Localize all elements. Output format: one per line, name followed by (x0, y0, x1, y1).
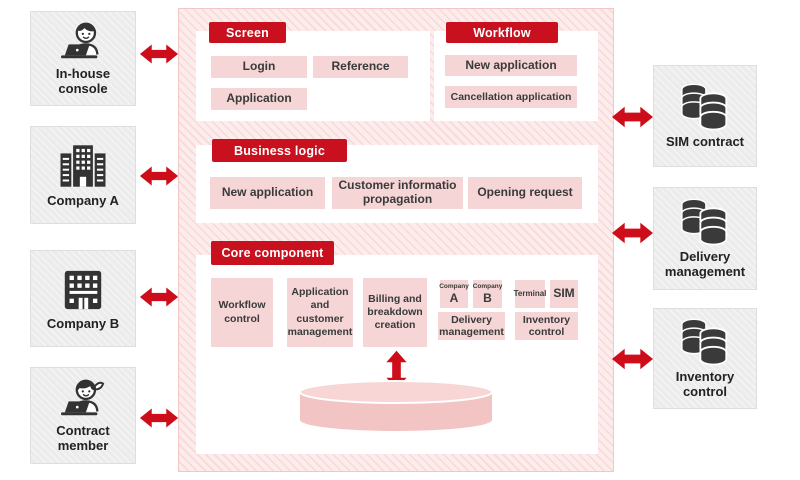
core-cell-company-a: Company A (439, 280, 469, 308)
business-logic-panel-title: Business logic (212, 139, 347, 162)
node-in-house-console: In-house console (30, 11, 136, 106)
workflow-button-new-application: New application (445, 55, 577, 76)
node-label: Company B (46, 315, 120, 331)
database-cylinder (298, 378, 494, 439)
arrow-left-right-icon (139, 163, 179, 189)
database-icon (678, 82, 732, 132)
node-label: Contract member (56, 423, 110, 453)
node-inventory-control: Inventory control (653, 308, 757, 409)
person-laptop-female-icon (54, 377, 112, 421)
workflow-button-cancellation-application: Cancellation application (445, 86, 577, 108)
company-a-label: A (449, 290, 459, 305)
building-a-icon (56, 141, 110, 191)
screen-button-application: Application (211, 88, 307, 110)
arrow-left-right-icon (139, 41, 179, 67)
core-cell-terminal: Terminal (514, 280, 546, 308)
business-button-customer-info-propagation: Customer informatio propagation (332, 177, 463, 209)
screen-panel-title: Screen (209, 22, 286, 43)
business-button-new-application: New application (210, 177, 325, 209)
node-label: In-house console (55, 66, 111, 96)
node-label: Inventory control (675, 369, 735, 399)
core-cell-sim: SIM (550, 280, 578, 308)
core-component-panel-title: Core component (211, 241, 334, 265)
screen-button-reference: Reference (313, 56, 408, 78)
core-cell-inventory-control: Inventory control (515, 312, 578, 340)
core-cell-company-b: Company B (473, 280, 502, 308)
core-button-application-customer-management: Application and customer management (287, 278, 353, 347)
arrow-up-down-icon (384, 349, 409, 391)
building-b-icon (57, 266, 109, 314)
node-label: SIM contract (665, 134, 744, 150)
company-a-caption: Company (439, 283, 469, 291)
core-button-workflow-control: Workflow control (211, 278, 273, 347)
company-b-caption: Company (472, 283, 503, 291)
node-company-a: Company A (30, 126, 136, 224)
business-button-opening-request: Opening request (468, 177, 582, 209)
arrow-left-right-icon (611, 104, 654, 130)
arrow-left-right-icon (611, 220, 654, 246)
screen-button-login: Login (211, 56, 307, 78)
node-contract-member: Contract member (30, 367, 136, 464)
database-icon (678, 197, 732, 247)
core-cell-delivery-management: Delivery management (438, 312, 505, 340)
node-company-b: Company B (30, 250, 136, 347)
database-icon (678, 317, 732, 367)
arrow-left-right-icon (139, 405, 179, 431)
node-label: Delivery management (664, 249, 746, 279)
arrow-left-right-icon (139, 284, 179, 310)
person-laptop-icon (54, 20, 112, 64)
company-b-label: B (483, 290, 492, 305)
node-sim-contract: SIM contract (653, 65, 757, 167)
core-button-billing-breakdown-creation: Billing and breakdown creation (363, 278, 427, 347)
node-delivery-management: Delivery management (653, 187, 757, 290)
node-label: Company A (47, 193, 119, 209)
arrow-left-right-icon (611, 346, 654, 372)
workflow-panel-title: Workflow (446, 22, 558, 43)
